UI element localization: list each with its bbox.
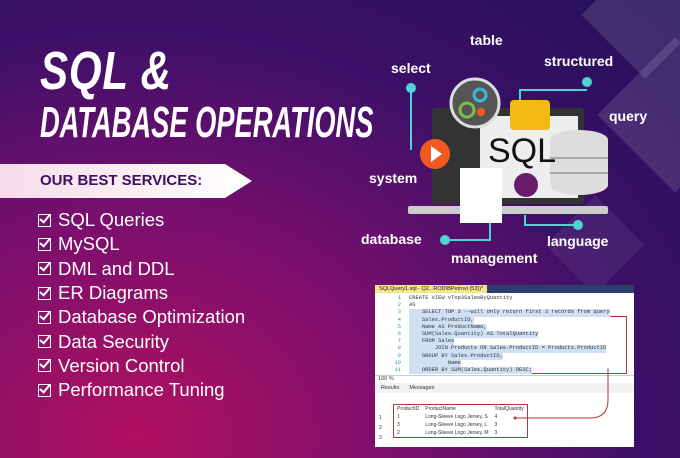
service-label: DML and DDL [58, 257, 175, 279]
tab-messages[interactable]: Messages [409, 385, 435, 391]
service-item: DML and DDL [38, 257, 245, 281]
col-header: ProductName [425, 406, 456, 412]
checkbox-icon [38, 383, 51, 397]
row-number: 3 [379, 435, 382, 441]
word-system: system [369, 170, 418, 186]
table-cell: Long-Sleeve Logo Jersey, S [425, 414, 488, 420]
col-header: ProductID [397, 406, 420, 412]
zoom-level[interactable]: 100 % [375, 375, 634, 383]
gears-icon [449, 77, 501, 129]
code-line: CREATE VIEW vTop3SalesByQuantity [409, 295, 513, 301]
row-number: 2 [379, 425, 382, 431]
title-line1: SQL & [40, 41, 172, 101]
service-item: ER Diagrams [38, 281, 245, 305]
code-line: Sales.ProductID, [409, 316, 474, 324]
word-structured: structured [544, 53, 614, 69]
checkbox-icon [38, 310, 51, 324]
line-number: 5 [397, 323, 401, 330]
line-number: 10 [394, 359, 401, 366]
laptop-illustration [406, 77, 608, 245]
title-line2: DATABASE OPERATIONS [40, 98, 374, 147]
line-number: 2 [397, 302, 401, 309]
service-item: Performance Tuning [38, 378, 245, 402]
checkbox-icon [38, 237, 51, 251]
service-item: SQL Queries [38, 208, 245, 232]
code-line: JOIN Products ON Sales.ProductID = Produ… [409, 345, 607, 353]
editor-tab[interactable]: SQLQuery1.sql - Q2...ROD\BPetrovi (53))* [375, 285, 488, 293]
word-table: table [470, 32, 503, 48]
checkbox-icon [38, 335, 51, 349]
code-line: Name AS ProductName, [409, 323, 487, 331]
service-label: Performance Tuning [58, 379, 225, 401]
service-label: Data Security [58, 330, 170, 352]
code-line: Name [409, 359, 461, 367]
line-number: 3 [397, 309, 401, 316]
service-label: Database Optimization [58, 306, 246, 328]
banner-text: OUR BEST SERVICES: [40, 172, 203, 189]
table-row[interactable]: 3 Long-Sleeve Logo Jersey, L 3 [394, 421, 528, 429]
service-label: MySQL [58, 233, 120, 255]
screen-label: SQL [488, 132, 557, 170]
word-language: language [547, 233, 609, 249]
checkbox-icon [38, 262, 51, 276]
row-number: 1 [379, 415, 382, 421]
code-line: SELECT TOP 3 --will only return first 3 … [409, 309, 610, 317]
line-number: 4 [397, 316, 401, 323]
sql-editor-screenshot: SQLQuery1.sql - Q2...ROD\BPetrovi (53))*… [375, 285, 634, 447]
code-line: FROM Sales [409, 338, 455, 346]
code-line: ORDER BY SUM(Sales.Quantity) DESC; [409, 367, 532, 375]
word-management: management [451, 250, 538, 266]
service-label: Version Control [58, 354, 185, 376]
checkbox-icon [38, 286, 51, 300]
line-number: 1 [397, 295, 401, 301]
table-cell: Long-Sleeve Logo Jersey, L [425, 422, 488, 428]
line-number: 8 [397, 345, 401, 352]
word-database: database [361, 231, 422, 247]
col-header: TotalQuantity [494, 406, 524, 412]
checkbox-icon [38, 359, 51, 373]
tab-results[interactable]: Results [381, 385, 400, 391]
table-cell: 3 [494, 422, 498, 428]
service-item: Version Control [38, 354, 245, 378]
code-area[interactable]: 1 CREATE VIEW vTop3SalesByQuantity 2 AS 3 SE… [375, 293, 634, 375]
line-number: 11 [394, 367, 401, 373]
table-cell: 4 [494, 414, 498, 420]
editor-tab-bar: SQLQuery1.sql - Q2...ROD\BPetrovi (53))* [375, 285, 634, 293]
table-row[interactable]: 1 Long-Sleeve Logo Jersey, S 4 [394, 413, 528, 421]
arrow-connector [513, 368, 609, 420]
line-number: 7 [397, 338, 401, 345]
table-cell: Long-Sleeve Logo Jersey, M [425, 430, 489, 436]
table-cell: 1 [397, 414, 400, 420]
table-cell: 3 [397, 422, 400, 428]
table-cell: 2 [397, 430, 400, 436]
service-label: SQL Queries [58, 209, 165, 231]
document-icon [460, 168, 502, 223]
service-item: MySQL [38, 232, 245, 256]
service-label: ER Diagrams [58, 282, 168, 304]
checkbox-icon [38, 213, 51, 227]
word-select: select [391, 60, 431, 76]
services-banner: OUR BEST SERVICES: [0, 164, 252, 198]
sql-illustration: SQL table select structured query system… [350, 20, 670, 270]
line-number: 6 [397, 331, 401, 337]
line-number: 9 [397, 352, 401, 359]
chat-icon [510, 100, 550, 130]
table-cell: 3 [494, 430, 498, 436]
code-line: GROUP BY Sales.ProductID, [409, 352, 503, 360]
word-query: query [609, 108, 648, 124]
service-item: Data Security [38, 329, 245, 353]
code-line: AS [409, 302, 416, 309]
service-item: Database Optimization [38, 305, 245, 329]
code-line: SUM(Sales.Quantity) AS TotalQuantity [409, 331, 539, 339]
table-row[interactable]: 2 Long-Sleeve Logo Jersey, M 3 [394, 429, 528, 438]
database-icon [550, 130, 608, 195]
